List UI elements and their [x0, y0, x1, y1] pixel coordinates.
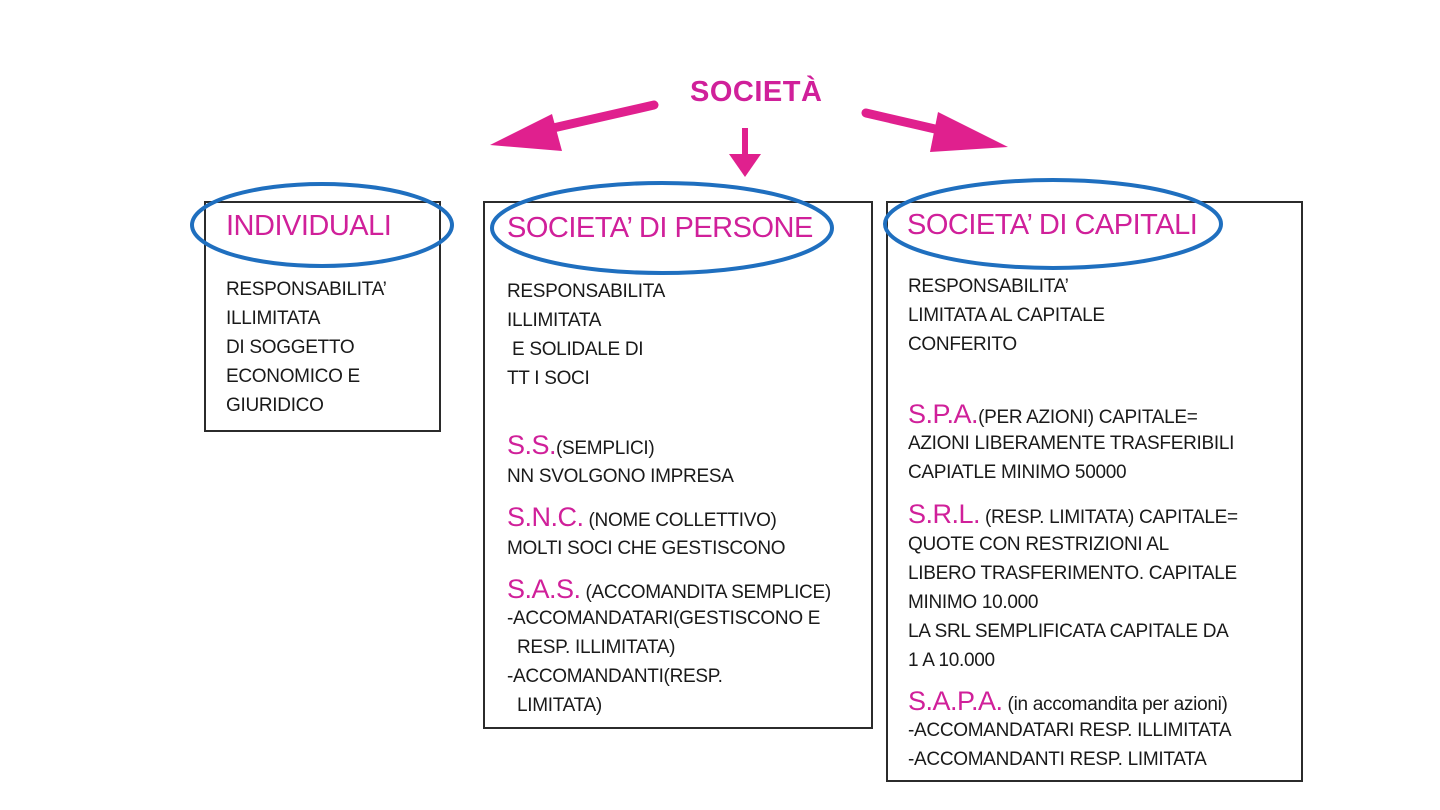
heading-societa-capitali: SOCIETA’ DI CAPITALI	[907, 209, 1198, 241]
type-sas-line: -ACCOMANDANTI(RESP.	[507, 666, 723, 687]
highlight-ellipse-capitali	[883, 178, 1223, 270]
type-snc-line: MOLTI SOCI CHE GESTISCONO	[507, 538, 786, 559]
capitali-line: LIMITATA AL CAPITALE	[908, 305, 1105, 326]
type-sas-line: LIMITATA)	[507, 695, 602, 716]
arrow-down-icon	[729, 128, 761, 177]
type-spa-abbr: S.P.A.	[908, 399, 979, 429]
type-sapa-line: -ACCOMANDATARI RESP. ILLIMITATA	[908, 720, 1232, 741]
individuali-line: RESPONSABILITA’	[226, 279, 387, 300]
type-snc-abbr: S.N.C.	[507, 502, 584, 532]
capitali-line: RESPONSABILITA’	[908, 276, 1069, 297]
type-spa-line: CAPIATLE MINIMO 50000	[908, 462, 1127, 483]
arrow-right-icon	[861, 108, 1008, 152]
type-srl-abbr: S.R.L.	[908, 499, 981, 529]
highlight-ellipse-persone	[490, 181, 834, 275]
diagram-title: SOCIETÀ	[690, 76, 823, 108]
type-srl-desc: (RESP. LIMITATA) CAPITALE=	[980, 507, 1238, 528]
type-srl: S.R.L. (RESP. LIMITATA) CAPITALE=	[908, 497, 1238, 536]
arrow-left-icon	[490, 100, 659, 151]
type-ss-abbr: S.S.	[507, 430, 557, 460]
type-ss: S.S.(SEMPLICI)	[507, 428, 655, 467]
type-snc-desc: (NOME COLLETTIVO)	[583, 510, 777, 531]
individuali-line: GIURIDICO	[226, 395, 324, 416]
type-sapa: S.A.P.A. (in accomandita per azioni)	[908, 684, 1228, 723]
highlight-ellipse-individuali	[190, 182, 454, 268]
type-ss-desc: (SEMPLICI)	[556, 438, 655, 459]
type-snc: S.N.C. (NOME COLLETTIVO)	[507, 500, 777, 539]
persone-line: E SOLIDALE DI	[507, 339, 644, 360]
box-societa-capitali	[886, 201, 1303, 782]
type-sapa-abbr: S.A.P.A.	[908, 686, 1003, 716]
type-spa: S.P.A.(PER AZIONI) CAPITALE=	[908, 397, 1198, 436]
type-srl-line: QUOTE CON RESTRIZIONI AL	[908, 534, 1169, 555]
type-sas-desc: (ACCOMANDITA SEMPLICE)	[580, 582, 832, 603]
type-spa-desc: (PER AZIONI) CAPITALE=	[978, 407, 1198, 428]
persone-line: RESPONSABILITA	[507, 281, 666, 302]
type-sas-line: RESP. ILLIMITATA)	[507, 637, 676, 658]
type-sas: S.A.S. (ACCOMANDITA SEMPLICE)	[507, 572, 831, 611]
heading-individuali: INDIVIDUALI	[226, 210, 392, 242]
type-srl-line: MINIMO 10.000	[908, 592, 1039, 613]
type-ss-line: NN SVOLGONO IMPRESA	[507, 466, 734, 487]
type-sapa-line: -ACCOMANDANTI RESP. LIMITATA	[908, 749, 1207, 770]
individuali-line: ILLIMITATA	[226, 308, 321, 329]
persone-line: TT I SOCI	[507, 368, 590, 389]
heading-societa-persone: SOCIETA’ DI PERSONE	[507, 212, 813, 244]
type-srl-line: LIBERO TRASFERIMENTO. CAPITALE	[908, 563, 1237, 584]
type-sapa-desc: (in accomandita per azioni)	[1002, 694, 1228, 715]
box-societa-persone	[483, 201, 873, 729]
type-sas-abbr: S.A.S.	[507, 574, 581, 604]
type-srl-line: 1 A 10.000	[908, 650, 995, 671]
persone-line: ILLIMITATA	[507, 310, 602, 331]
individuali-line: ECONOMICO E	[226, 366, 360, 387]
capitali-line: CONFERITO	[908, 334, 1017, 355]
box-individuali	[204, 201, 441, 432]
type-sas-line: -ACCOMANDATARI(GESTISCONO E	[507, 608, 821, 629]
individuali-line: DI SOGGETTO	[226, 337, 355, 358]
type-srl-line: LA SRL SEMPLIFICATA CAPITALE DA	[908, 621, 1229, 642]
type-spa-line: AZIONI LIBERAMENTE TRASFERIBILI	[908, 433, 1235, 454]
